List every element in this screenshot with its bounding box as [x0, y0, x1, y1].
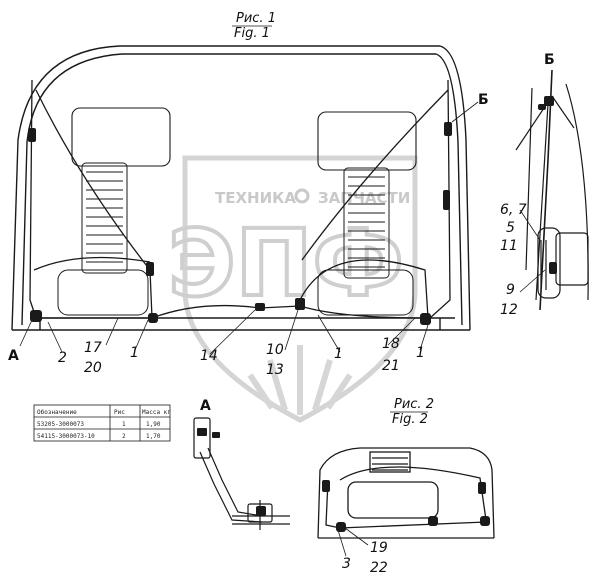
- seat-right: [317, 167, 414, 316]
- fig2-caption-ru: Рис. 2: [394, 397, 434, 412]
- callout-12: 12: [500, 302, 518, 318]
- view-letter-b-detail: Б: [544, 52, 555, 68]
- connector-right-side: [443, 190, 450, 210]
- fig2-cab-outline: [317, 447, 495, 539]
- fig1-leaders: [19, 101, 479, 355]
- wheat-icon: [247, 345, 353, 415]
- callout-3: 3: [342, 556, 351, 572]
- callout-22: 22: [370, 560, 388, 576]
- connector-bottom-right: [420, 313, 431, 325]
- spec-table-cell: 1,90: [146, 421, 161, 428]
- callout-19: 19: [370, 540, 388, 556]
- callout-11: 11: [500, 238, 518, 254]
- callout-10: 10: [266, 342, 284, 358]
- view-letter-b: Б: [478, 92, 489, 108]
- spec-table-cell: 54115-3000073-10: [37, 433, 95, 440]
- watermark: ТЕХНИКА ЗАПЧАСТИ ЭПФ: [166, 155, 418, 423]
- watermark-text-1: ТЕХНИКА: [215, 189, 296, 207]
- detail-a-clips: [197, 428, 266, 516]
- connector-left-seat: [146, 262, 154, 276]
- gear-icon: [294, 188, 310, 204]
- connector-corner-left: [30, 310, 42, 322]
- fig2-caption-en: Fig. 2: [392, 412, 428, 427]
- callout-1-left: 1: [130, 345, 139, 361]
- spec-table-header-designation: Обозначение: [37, 409, 77, 416]
- callout-21: 21: [382, 358, 400, 374]
- fig1-caption-en: Fig. 1: [234, 26, 270, 41]
- fig2-leaders: [337, 527, 369, 557]
- spec-table-cell: 53205-3000073: [37, 421, 84, 428]
- callout-20: 20: [84, 360, 102, 376]
- callout-1-mid: 1: [334, 346, 343, 362]
- spec-table-cell: 1,70: [146, 433, 161, 440]
- watermark-text-2: ЗАПЧАСТИ: [318, 189, 410, 207]
- watermark-logo-text: ЭПФ: [168, 210, 404, 317]
- spec-table: [33, 404, 171, 442]
- fig2-wiring-harness: [325, 466, 487, 529]
- callout-2: 2: [58, 350, 67, 366]
- seat-left: [57, 162, 149, 316]
- detail-a: [193, 417, 290, 530]
- view-letter-a: А: [8, 348, 19, 364]
- callout-18: 18: [382, 336, 400, 352]
- connector-bottom-left: [148, 313, 158, 323]
- callout-13: 13: [266, 362, 284, 378]
- fig1-windows: [71, 107, 417, 171]
- fig1-caption-ru: Рис. 1: [236, 11, 276, 26]
- detail-b-clips: [538, 96, 557, 274]
- spec-table-cell: 2: [122, 433, 126, 440]
- fig1-connectors: [28, 122, 452, 325]
- window-right: [317, 111, 417, 171]
- view-letter-a-detail: А: [200, 398, 211, 414]
- callout-6-7: 6, 7: [500, 202, 527, 218]
- spec-table-cell: 1: [122, 421, 126, 428]
- callout-9: 9: [506, 282, 515, 298]
- callout-17: 17: [84, 340, 102, 356]
- spec-table-header-fig: Рис: [114, 409, 125, 416]
- spec-table-header-mass: Масса кг: [142, 409, 171, 416]
- callout-5: 5: [506, 220, 515, 236]
- connector-top-left: [28, 128, 36, 142]
- connector-top-right: [444, 122, 452, 136]
- connector-center: [295, 298, 305, 310]
- fig2-connectors: [322, 480, 490, 532]
- callout-14: 14: [200, 348, 218, 364]
- connector-bottom-mid: [255, 303, 265, 311]
- detail-b-leaders: [519, 209, 546, 293]
- callout-1-right: 1: [416, 345, 425, 361]
- window-left: [71, 107, 171, 167]
